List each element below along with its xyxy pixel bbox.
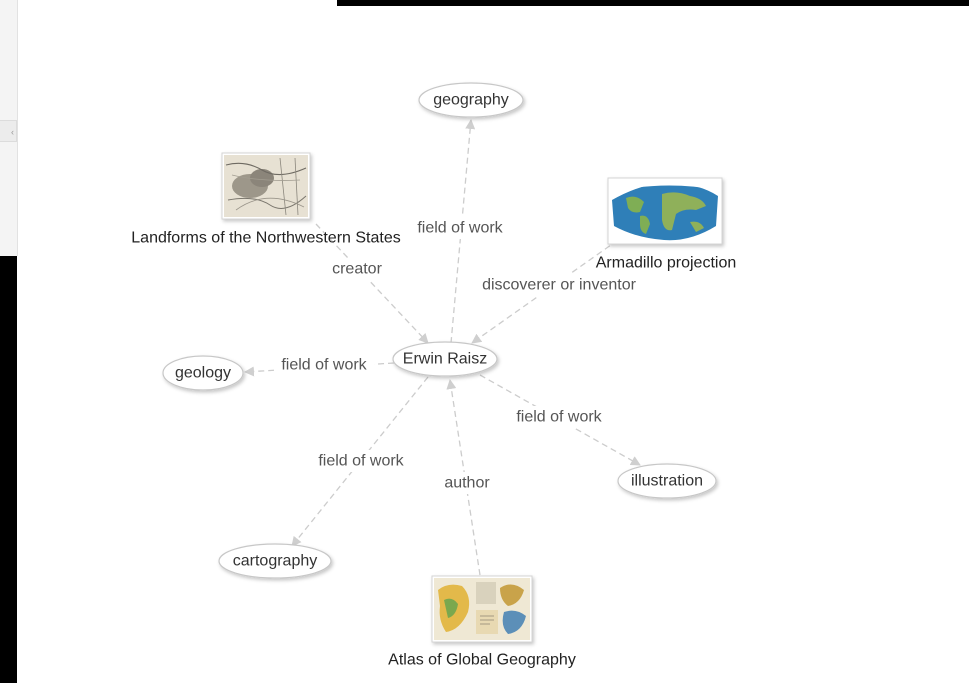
node-illustration[interactable]: illustration <box>617 463 717 499</box>
node-geology[interactable]: geology <box>162 355 244 391</box>
edge-label-illustration: field of work <box>516 409 602 426</box>
node-geology-label: geology <box>175 365 231 382</box>
edge-line-cartography <box>291 376 429 547</box>
node-geography[interactable]: geography <box>418 82 524 118</box>
node-illustration-label: illustration <box>631 473 703 490</box>
top-black-bar <box>337 0 969 6</box>
atlas-map-thumbnail <box>434 578 530 640</box>
edge-label-geography: field of work <box>417 220 503 237</box>
edge-line-landforms <box>315 223 429 344</box>
node-armadillo-label: Armadillo projection <box>596 255 737 272</box>
armadillo-map-thumbnail <box>610 180 720 242</box>
node-geography-label: geography <box>433 92 509 109</box>
node-landforms-label: Landforms of the Northwestern States <box>131 230 400 247</box>
left-black-bar <box>0 256 17 683</box>
side-panel-edge: ‹ <box>0 0 18 256</box>
node-atlas-label: Atlas of Global Geography <box>388 652 576 669</box>
landforms-map-thumbnail <box>224 155 308 217</box>
edge-label-cartography: field of work <box>318 453 404 470</box>
edge-labels: field of work creator discoverer or inve… <box>274 217 646 494</box>
node-cartography-label: cartography <box>233 553 318 570</box>
edge-line-atlas <box>446 379 481 576</box>
edge-label-atlas: author <box>444 475 490 492</box>
node-center-label: Erwin Raisz <box>403 351 487 368</box>
node-atlas[interactable]: Atlas of Global Geography <box>388 575 576 669</box>
node-armadillo[interactable]: Armadillo projection <box>596 177 737 272</box>
node-cartography[interactable]: cartography <box>218 543 332 579</box>
edge-label-geology: field of work <box>281 357 367 374</box>
node-center-erwin-raisz[interactable]: Erwin Raisz <box>392 341 498 377</box>
edge-label-armadillo: discoverer or inventor <box>482 277 637 294</box>
node-landforms[interactable]: Landforms of the Northwestern States <box>131 152 401 247</box>
edge-label-landforms: creator <box>332 261 382 278</box>
panel-collapse-tab[interactable]: ‹ <box>0 120 17 142</box>
